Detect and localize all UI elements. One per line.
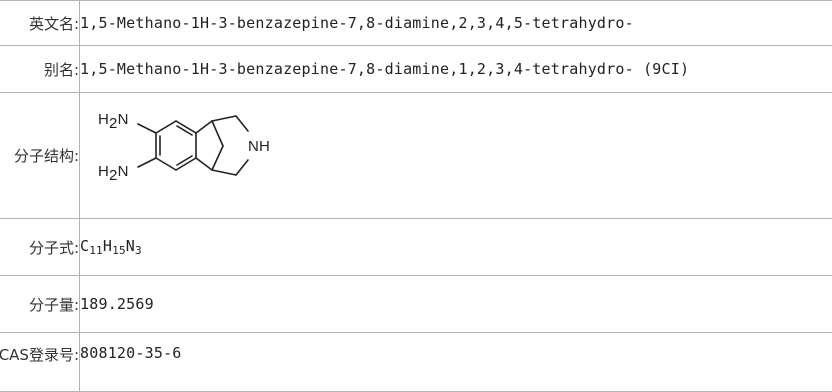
alias-value: 1,5-Methano-1H-3-benzazepine-7,8-diamine… <box>80 46 832 93</box>
english-name-label: 英文名: <box>0 1 80 46</box>
mol-weight-label: 分子量: <box>0 276 80 333</box>
structure-cell: H2N H2N NH <box>80 93 832 219</box>
bond <box>138 158 156 167</box>
bond <box>156 158 176 170</box>
bond <box>177 156 192 165</box>
bond <box>212 170 236 175</box>
mol-weight-value: 189.2569 <box>80 276 832 333</box>
bond <box>236 160 248 175</box>
molecule-structure-image: H2N H2N NH <box>80 96 289 216</box>
formula-count: 15 <box>112 244 126 257</box>
structure-label: 分子结构: <box>0 93 80 219</box>
bond <box>212 116 236 121</box>
english-name-value: 1,5-Methano-1H-3-benzazepine-7,8-diamine… <box>80 1 832 46</box>
formula-element: H <box>103 237 112 255</box>
formula-element: N <box>126 237 135 255</box>
bond <box>196 121 212 133</box>
formula-count: 11 <box>89 244 103 257</box>
row-mol-weight: 分子量: 189.2569 <box>0 276 832 333</box>
bond <box>156 121 176 133</box>
row-english-name: 英文名: 1,5-Methano-1H-3-benzazepine-7,8-di… <box>0 1 832 46</box>
bond <box>177 126 192 135</box>
formula-element: C <box>80 237 89 255</box>
cas-value: 808120-35-6 <box>80 333 832 392</box>
bond <box>196 158 212 170</box>
row-formula: 分子式: C11H15N3 <box>0 219 832 276</box>
bond <box>212 146 223 170</box>
bond <box>138 124 156 133</box>
row-alias: 别名: 1,5-Methano-1H-3-benzazepine-7,8-dia… <box>0 46 832 93</box>
row-cas: CAS登录号: 808120-35-6 <box>0 333 832 392</box>
atom-label: H2N <box>98 111 129 132</box>
bond <box>236 116 248 131</box>
bond <box>212 121 223 146</box>
row-structure: 分子结构: <box>0 93 832 219</box>
atom-label: H2N <box>98 163 129 184</box>
atom-label: NH <box>248 138 270 155</box>
formula-count: 3 <box>135 244 142 257</box>
cas-label: CAS登录号: <box>0 333 80 392</box>
formula-label: 分子式: <box>0 219 80 276</box>
formula-value: C11H15N3 <box>80 219 832 276</box>
alias-label: 别名: <box>0 46 80 93</box>
